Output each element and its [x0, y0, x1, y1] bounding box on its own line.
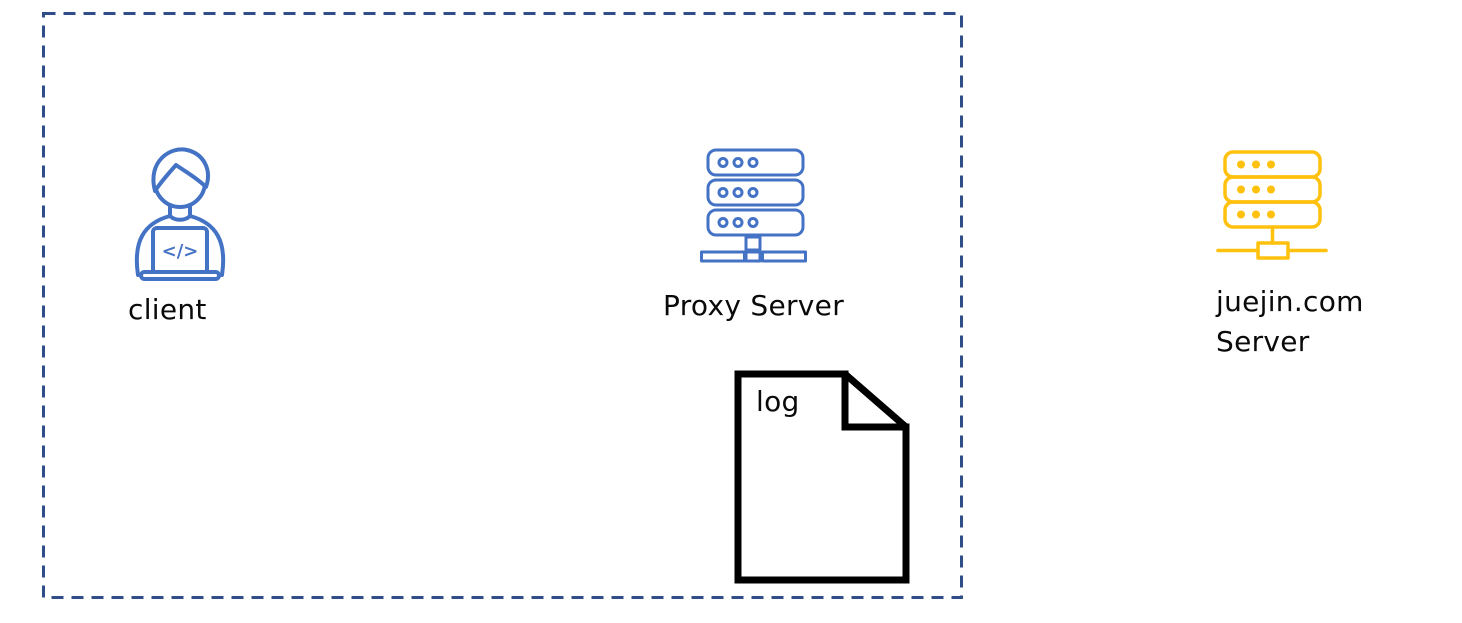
document-fold-corner [842, 371, 909, 430]
client-label: client [128, 293, 207, 326]
code-glyph: </> [162, 241, 199, 262]
laptop-base [139, 270, 221, 281]
client-hair [151, 147, 210, 193]
network-server-rack-icon [1216, 150, 1328, 260]
proxy-hub-right [761, 250, 807, 263]
juejin-net-node [1256, 241, 1290, 260]
log-label: log [756, 385, 800, 418]
proxy-hub-center [744, 250, 762, 263]
juejin-server-label: juejin.com Server [1216, 285, 1364, 358]
proxy-rack-3 [706, 208, 805, 237]
proxy-rack-1 [706, 148, 805, 177]
proxy-hub-left [700, 250, 746, 263]
developer-user-icon: </> [134, 147, 226, 281]
boundary-dashed-rect [42, 12, 963, 599]
proxy-rack-2 [706, 178, 805, 207]
proxy-stem [744, 235, 762, 252]
proxy-server-rack-icon [700, 148, 807, 263]
document-file-icon [734, 370, 910, 584]
proxy-server-label: Proxy Server [663, 289, 845, 322]
